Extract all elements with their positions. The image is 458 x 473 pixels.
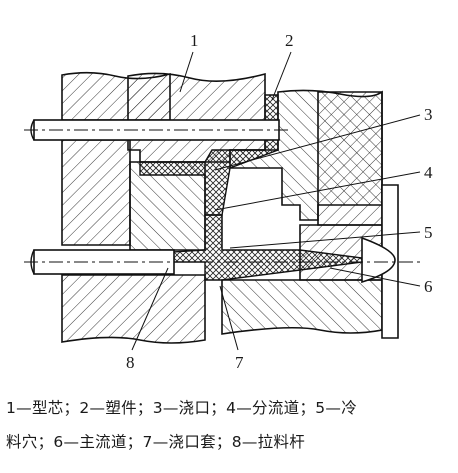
- plastic-melt: [139, 94, 396, 284]
- label-7: 7: [235, 353, 244, 372]
- part-labels: 1 2 3 4 5 6 7 8: [126, 31, 433, 372]
- label-1: 1: [190, 31, 199, 50]
- label-4: 4: [424, 163, 433, 182]
- core-plate: [127, 72, 266, 163]
- cold-slug-well: [361, 236, 396, 284]
- mold-cross-section-diagram: 1 2 3 4 5 6 7 8: [24, 31, 433, 372]
- figure-caption: 1—型芯；2—塑件；3—浇口；4—分流道；5—冷 料穴；6—主流道；7—浇口套；…: [6, 391, 456, 459]
- sprue-bushing: [221, 279, 383, 335]
- left-mid-plate: [61, 139, 131, 246]
- label-2: 2: [285, 31, 294, 50]
- caption-line-1: 1—型芯；2—塑件；3—浇口；4—分流道；5—冷: [6, 399, 358, 417]
- label-8: 8: [126, 353, 135, 372]
- lower-left-plate: [61, 274, 206, 344]
- leader-lines: [131, 51, 421, 351]
- right-vertical-plate: [317, 91, 383, 226]
- pins: [24, 119, 420, 275]
- label-6: 6: [424, 277, 433, 296]
- plastic-part: [139, 94, 279, 216]
- label-3: 3: [424, 105, 433, 124]
- caption-line-2: 料穴；6—主流道；7—浇口套；8—拉料杆: [6, 433, 306, 451]
- mold-plates: [61, 71, 399, 344]
- label-5: 5: [424, 223, 433, 242]
